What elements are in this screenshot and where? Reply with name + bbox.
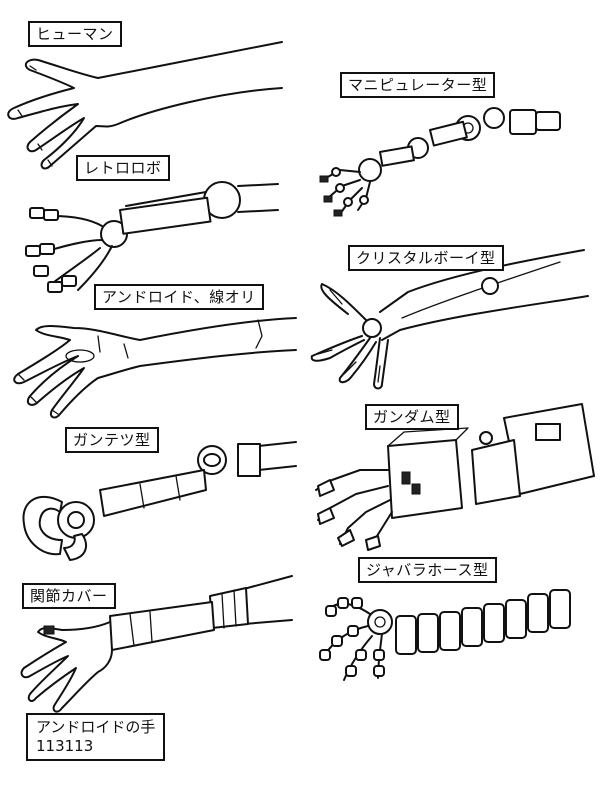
- human-arm-icon: [7, 41, 283, 170]
- manipulator-arm-icon: [319, 107, 561, 217]
- label-retro-robot: レトロロボ: [76, 155, 170, 181]
- mecha-arm-icon: [315, 403, 595, 551]
- page-title: アンドロイドの手: [36, 718, 156, 736]
- label-manipulator: マニピュレーター型: [340, 72, 496, 98]
- label-joint-cover: 関節カバー: [22, 583, 116, 609]
- label-gantetsu: ガンテツ型: [65, 427, 159, 453]
- label-android-seam: アンドロイド、線オリ: [94, 284, 264, 310]
- claw-arm-icon: [22, 441, 297, 561]
- joint-cover-arm-icon: [20, 575, 293, 713]
- android-seam-arm-icon: [13, 317, 297, 419]
- retro-robot-arm-icon: [25, 181, 279, 293]
- date-stamp: 113113: [36, 737, 94, 755]
- hose-arm-icon: [319, 589, 571, 681]
- title-box: アンドロイドの手 113113: [26, 713, 166, 761]
- label-human: ヒューマン: [28, 21, 122, 47]
- label-jabara-hose: ジャバラホース型: [358, 557, 497, 583]
- label-gundam: ガンダム型: [365, 404, 459, 430]
- label-crystal-boy: クリスタルボーイ型: [348, 245, 504, 271]
